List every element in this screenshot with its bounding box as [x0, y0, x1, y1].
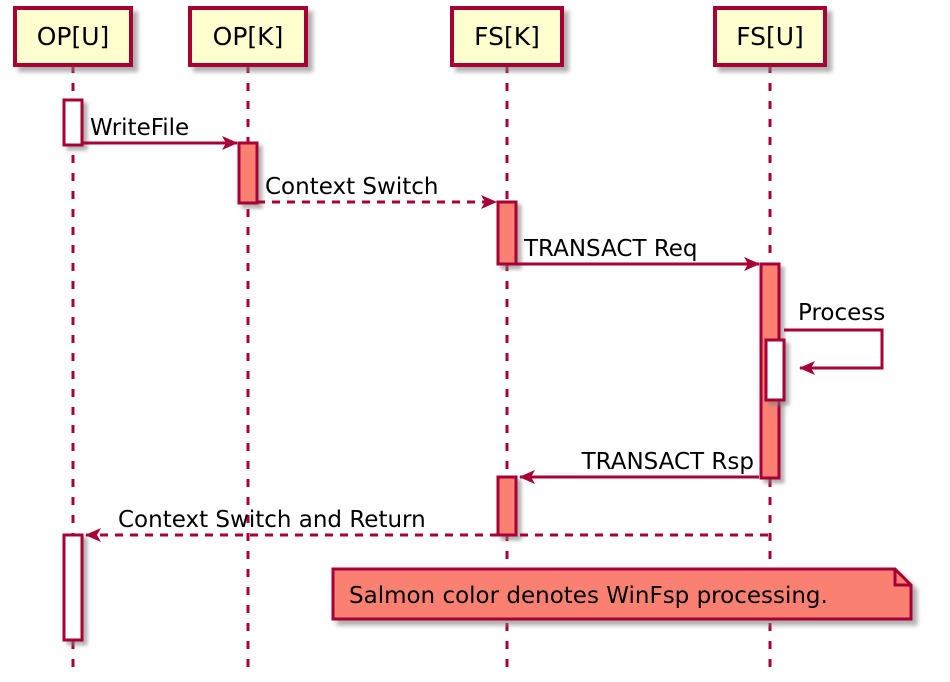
participant-box-fs-u[interactable] [713, 6, 827, 67]
participant-box-op-k[interactable] [188, 6, 308, 67]
note-label: Salmon color denotes WinFsp processing. [349, 583, 828, 609]
note-shape[interactable] [331, 567, 913, 621]
message-context-switch-and-return[interactable]: Context Switch and Return [85, 507, 768, 542]
activation-fs-k-request [496, 200, 518, 266]
message-transact-rsp[interactable]: TRANSACT Rsp [519, 449, 759, 484]
activations-group [62, 98, 786, 642]
participant-op-k[interactable]: OP[K] [188, 6, 308, 67]
message-label-writefile: WriteFile [90, 115, 189, 141]
participant-op-u[interactable]: OP[U] [13, 6, 133, 67]
message-label-transact-rsp: TRANSACT Rsp [581, 449, 754, 475]
message-context-switch[interactable]: Context Switch [257, 174, 497, 209]
activation-op-k [237, 141, 259, 205]
participant-box-op-u[interactable] [13, 6, 133, 67]
participant-box-fs-k[interactable] [450, 6, 564, 67]
activation-fs-k-response [496, 475, 518, 537]
message-transact-req[interactable]: TRANSACT Req [516, 236, 760, 271]
activation-op-u-start [62, 98, 84, 147]
message-line-process-self [784, 328, 884, 375]
message-label-context-switch-and-return: Context Switch and Return [118, 507, 426, 533]
activation-op-u-end [62, 533, 84, 642]
message-label-process: Process [798, 300, 885, 326]
note-fold-icon [893, 569, 911, 587]
participant-fs-u[interactable]: FS[U] [713, 6, 827, 67]
note-salmon-legend[interactable]: Salmon color denotes WinFsp processing. [331, 567, 913, 621]
participant-label-op-k: OP[K] [213, 22, 284, 51]
participant-label-op-u: OP[U] [37, 22, 110, 51]
message-process-self[interactable]: Process [784, 300, 885, 375]
activation-fs-u-nested-process [764, 338, 786, 402]
message-writefile[interactable]: WriteFile [82, 115, 238, 150]
message-label-transact-req: TRANSACT Req [523, 236, 698, 262]
participant-label-fs-k: FS[K] [474, 22, 540, 51]
message-label-context-switch: Context Switch [265, 174, 438, 200]
participant-label-fs-u: FS[U] [736, 22, 804, 51]
participant-fs-k[interactable]: FS[K] [450, 6, 564, 67]
